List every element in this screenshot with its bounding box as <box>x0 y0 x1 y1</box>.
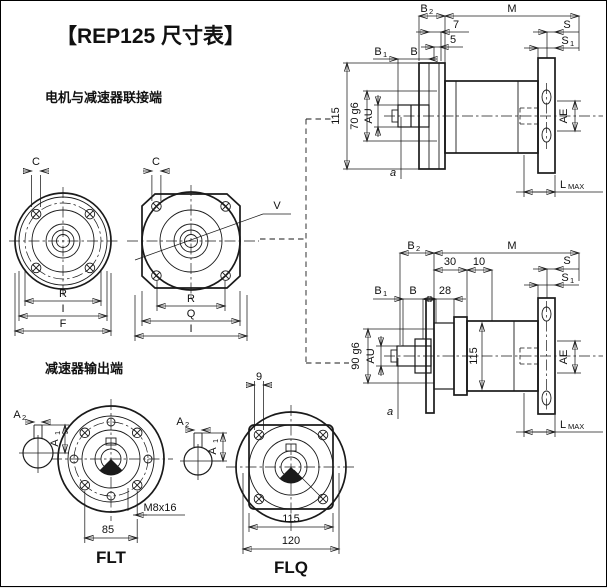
dim-label-bot-au: AU <box>365 348 377 363</box>
dim-label-i-square: I <box>189 323 192 335</box>
dim-label-top-s1-sub: 1 <box>570 39 574 48</box>
dim-label-top-s: S <box>563 19 570 31</box>
dim-label-top-b2-sub: 2 <box>429 7 433 16</box>
dim-label-top-a: a <box>390 167 396 179</box>
dim-label-top-m: M <box>507 3 516 15</box>
page-title: 【REP125 尺寸表】 <box>56 24 245 48</box>
dim-label-flt-a1-sub: 1 <box>53 431 62 435</box>
dim-label-bot-m: M <box>507 240 516 252</box>
dim-label-flq-hole: 9 <box>256 371 262 383</box>
dim-label-top-b1: B <box>374 46 381 58</box>
flt-view-title: FLT <box>96 548 127 567</box>
dim-label-top-lmax-sub: MAX <box>568 182 584 191</box>
dim-label-flq-a2: A <box>176 416 184 428</box>
section-label-output-end: 减速器输出端 <box>45 361 123 376</box>
dim-label-top-115: 115 <box>330 107 342 125</box>
dim-label-bot-30: 30 <box>444 256 456 268</box>
dim-label-bot-b2: B <box>407 240 414 252</box>
dim-label-top-b2: B <box>420 3 427 15</box>
dim-label-c-square: C <box>152 156 160 168</box>
flt-output-flange-view: M8x16 85 FLT A 2 A 1 <box>13 399 185 567</box>
dim-label-bot-s1-sub: 1 <box>570 276 574 285</box>
flq-shaft-key-detail: A 2 A 1 <box>176 416 227 480</box>
dim-label-r-circle: R <box>59 288 67 300</box>
dim-label-flq-a1-sub: 1 <box>211 439 220 443</box>
dim-label-q-square: Q <box>187 308 196 320</box>
dim-label-bot-pilot: 90 g6 <box>350 342 362 370</box>
flq-view-title: FLQ <box>274 558 308 577</box>
flt-shaft-key-detail: A 2 A 1 <box>13 409 69 473</box>
section-label-motor-end: 电机与减速器联接端 <box>45 90 162 105</box>
dim-label-flt-a2-sub: 2 <box>22 413 26 422</box>
dim-label-flq-120: 120 <box>282 535 300 547</box>
dim-label-top-5: 5 <box>450 34 456 46</box>
dim-label-bot-b1-sub: 1 <box>383 289 387 298</box>
top-side-view: B 2 M 7 5 S S 1 B 1 B <box>330 3 603 197</box>
flq-output-flange-view: 9 115 120 FLQ A 2 A 1 <box>176 371 356 577</box>
dim-label-bot-s1: S <box>561 272 568 284</box>
dim-label-bot-s: S <box>563 255 570 267</box>
dim-label-top-pilot: 70 g6 <box>349 102 361 130</box>
dim-label-bot-ae: AE <box>558 350 570 365</box>
dim-label-flq-a2-sub: 2 <box>185 420 189 429</box>
dim-label-f-circle: F <box>60 318 67 330</box>
dim-label-bot-b1: B <box>374 285 381 297</box>
dim-label-bot-a: a <box>387 406 393 418</box>
dim-label-v: V <box>273 200 281 212</box>
dim-label-top-b1-sub: 1 <box>383 50 387 59</box>
dim-label-tap-size: M8x16 <box>143 502 176 514</box>
dim-label-flt-a2: A <box>13 409 21 421</box>
dim-label-top-au: AU <box>363 108 375 123</box>
dim-label-bot-115: 115 <box>468 347 480 365</box>
dim-label-top-lmax: L <box>560 179 566 191</box>
dim-label-i-circle: I <box>61 303 64 315</box>
dim-label-flq-a1: A <box>207 447 219 455</box>
bottom-side-view: B 2 M 30 10 S S 1 B 1 B 28 <box>350 240 603 437</box>
dim-label-bot-b2-sub: 2 <box>416 244 420 253</box>
dim-label-bot-10: 10 <box>473 256 485 268</box>
dim-label-flt-pitch: 85 <box>102 524 114 536</box>
square-flange-view: V C R Q I <box>127 156 291 341</box>
dim-label-top-7: 7 <box>453 19 459 31</box>
dim-label-bot-28: 28 <box>439 285 451 297</box>
dim-label-bot-lmax: L <box>560 419 566 431</box>
dim-label-flq-115: 115 <box>282 513 300 525</box>
dim-label-r-square: R <box>187 293 195 305</box>
dim-label-top-s1: S <box>561 35 568 47</box>
dim-label-flt-a1: A <box>49 439 61 447</box>
circular-flange-view: C R I F <box>9 156 119 336</box>
dim-label-top-b: B <box>410 46 417 58</box>
dim-label-bot-lmax-sub: MAX <box>568 422 584 431</box>
dim-label-top-ae: AE <box>558 109 570 124</box>
dim-label-c-circle: C <box>32 156 40 168</box>
view-connector-lines <box>260 118 349 364</box>
dim-label-bot-b: B <box>409 285 416 297</box>
